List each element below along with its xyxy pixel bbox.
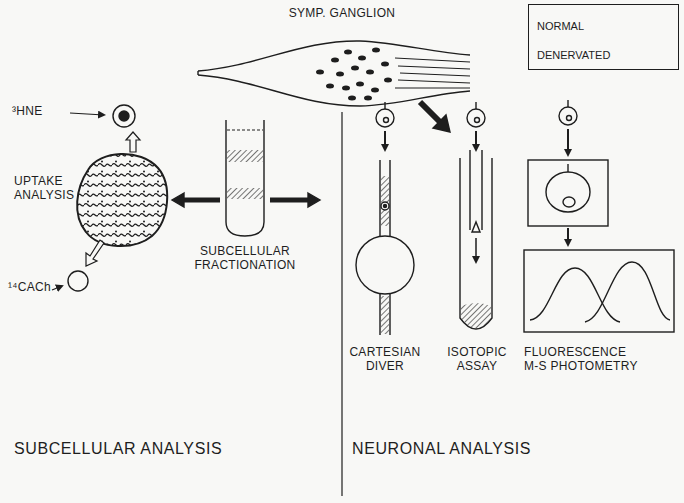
section-heading: NEURONAL ANALYSIS: [352, 440, 652, 458]
method-label: FLUORESCENCE M-S PHOTOMETRY: [524, 345, 644, 373]
section-heading: SUBCELLULAR ANALYSIS: [14, 440, 314, 458]
method-label: UPTAKE ANALYSIS: [14, 174, 76, 202]
method-label: ISOTOPIC ASSAY: [440, 345, 514, 373]
inset-label: DENERVATED: [537, 49, 610, 62]
method-label: CARTESIAN DIVER: [345, 345, 425, 373]
tracer-label: ³HNE: [12, 104, 72, 118]
method-label: SUBCELLULAR FRACTIONATION: [190, 244, 300, 272]
heading: SYMP. GANGLION: [242, 6, 442, 20]
inset-label: NORMAL: [537, 20, 584, 33]
inset-box: NORMAL DENERVATED: [528, 4, 679, 70]
tracer-label: ¹⁴CACh: [8, 280, 54, 294]
